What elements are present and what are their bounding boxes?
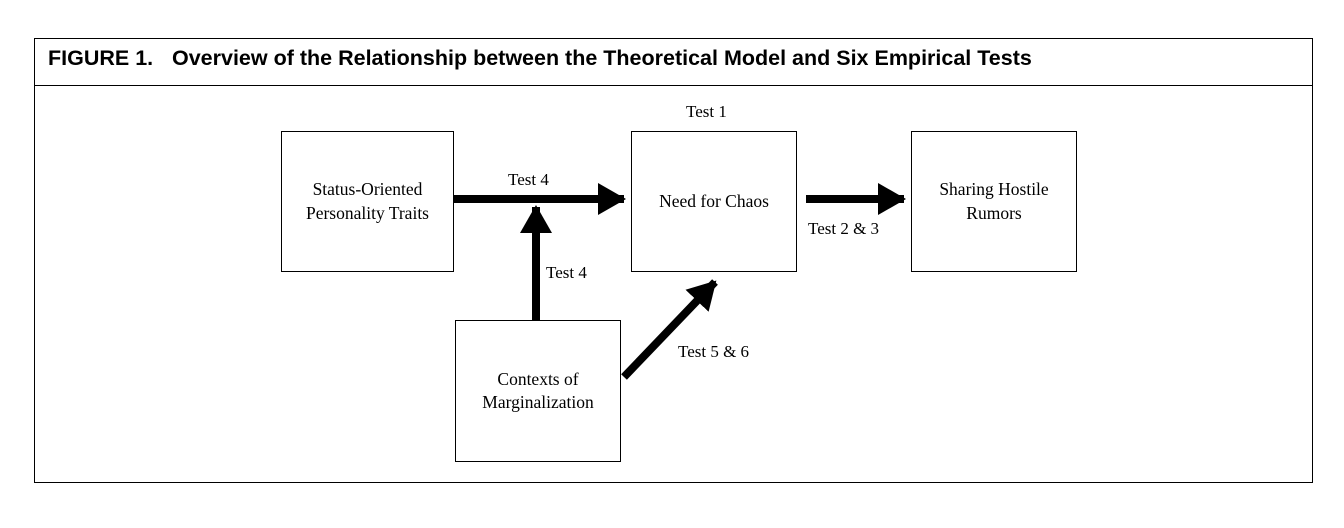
node-need-for-chaos: Need for Chaos [631,131,797,272]
node-sharing-hostile-rumors-label: Sharing Hostile Rumors [939,179,1049,223]
title-rule [34,85,1313,86]
node-contexts-of-marginalization: Contexts of Marginalization [455,320,621,462]
label-test-4-vertical: Test 4 [546,263,587,282]
label-test-1: Test 1 [686,102,727,121]
label-test-5-6: Test 5 & 6 [678,342,750,361]
arrow-marginalization-to-chaos [621,279,718,380]
figure-label: FIGURE 1. [48,46,154,70]
node-sharing-hostile-rumors: Sharing Hostile Rumors [911,131,1077,272]
node-need-for-chaos-label: Need for Chaos [659,190,769,211]
figure-title-text: Overview of the Relationship between the… [172,46,1032,70]
figure-frame [34,38,1313,483]
node-contexts-of-marginalization-label: Contexts of Marginalization [482,368,594,412]
node-status-oriented-traits: Status-Oriented Personality Traits [281,131,454,272]
label-test-4-horizontal: Test 4 [508,170,549,189]
label-test-2-3: Test 2 & 3 [808,219,880,238]
node-status-oriented-traits-label: Status-Oriented Personality Traits [305,179,429,223]
figure-title: FIGURE 1. Overview of the Relationship be… [48,46,1032,71]
